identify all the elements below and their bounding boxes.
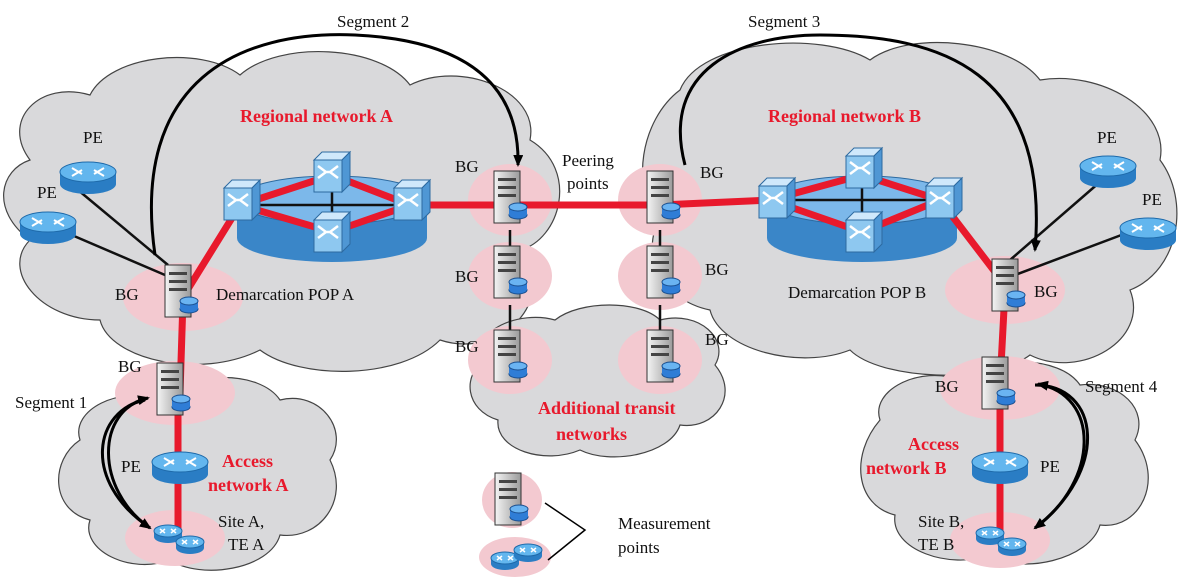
bg-label: BG	[455, 337, 479, 356]
demarcation-pop-b-label: Demarcation POP B	[788, 283, 926, 302]
legend-bracket	[544, 502, 587, 561]
switch-icon	[222, 178, 262, 222]
bg-label: BG	[455, 157, 479, 176]
router-icon-site-a	[175, 535, 205, 555]
measurement-points-label-2: points	[618, 538, 660, 557]
site-a-label-1: Site A,	[218, 512, 264, 531]
segment-3-label: Segment 3	[748, 12, 820, 31]
access-network-b-label-2: network B	[866, 458, 947, 478]
segment-1-label: Segment 1	[15, 393, 87, 412]
bg-label: BG	[705, 260, 729, 279]
router-icon-site-b	[997, 537, 1027, 557]
access-network-b-label-1: Access	[908, 434, 959, 454]
switch-icon	[924, 176, 964, 220]
switch-icon	[312, 210, 352, 254]
pe-label: PE	[37, 183, 57, 202]
switch-icon	[392, 178, 432, 222]
bg-label: BG	[115, 285, 139, 304]
segment-2-label: Segment 2	[337, 12, 409, 31]
router-icon	[1119, 217, 1177, 251]
segment-4-label: Segment 4	[1085, 377, 1158, 396]
switch-icon	[757, 176, 797, 220]
pe-label: PE	[121, 457, 141, 476]
bg-label: BG	[455, 267, 479, 286]
bg-label: BG	[705, 330, 729, 349]
pe-label: PE	[1097, 128, 1117, 147]
router-icon	[1079, 155, 1137, 189]
site-b-label-2: TE B	[918, 535, 954, 554]
peering-points-label-1: Peering	[562, 151, 614, 170]
switch-icon	[312, 150, 352, 194]
router-icon-access-a	[151, 451, 209, 485]
site-b-label-1: Site B,	[918, 512, 964, 531]
bg-label: BG	[700, 163, 724, 182]
transit-networks-label-1: Additional transit	[538, 398, 676, 418]
bg-label: BG	[1034, 282, 1058, 301]
access-network-a-label-1: Access	[222, 451, 273, 471]
router-icon-access-b	[971, 451, 1029, 485]
router-icon	[19, 211, 77, 245]
measurement-points-label-1: Measurement	[618, 514, 711, 533]
access-network-a-label-2: network A	[208, 475, 289, 495]
black-links	[59, 174, 1141, 330]
transit-networks-label-2: networks	[556, 424, 627, 444]
regional-network-b-label: Regional network B	[768, 106, 921, 126]
regional-network-a-label: Regional network A	[240, 106, 393, 126]
pe-label: PE	[83, 128, 103, 147]
site-a-label-2: TE A	[228, 535, 265, 554]
switch-icon	[844, 210, 884, 254]
pe-label: PE	[1040, 457, 1060, 476]
segment-arrows	[100, 33, 1089, 530]
peering-points-label-2: points	[567, 174, 609, 193]
demarcation-pop-a-label: Demarcation POP A	[216, 285, 355, 304]
router-icon	[59, 161, 117, 195]
bg-label: BG	[118, 357, 142, 376]
bg-label: BG	[935, 377, 959, 396]
switch-icon	[844, 146, 884, 190]
pe-label: PE	[1142, 190, 1162, 209]
router-icon-legend	[513, 543, 543, 563]
